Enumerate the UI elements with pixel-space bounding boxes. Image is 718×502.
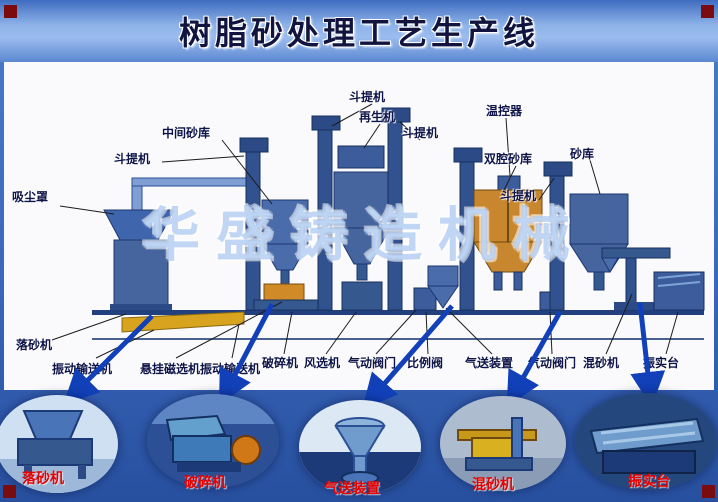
label-vibrating-conveyor-1: 振动输送机 [52, 362, 113, 376]
label-bucket-elevator-1: 斗提机 [114, 152, 151, 166]
label-compaction-table: 振实台 [643, 356, 680, 370]
callout-compaction-table [575, 393, 717, 490]
bucket-elevator-4-shape [453, 147, 483, 311]
callout-label-crusher: 破碎机 [184, 475, 226, 491]
label-bucket-elevator-top: 斗提机 [349, 90, 386, 104]
double-chamber-silo-shape [473, 175, 543, 291]
watermark-text: 华盛铸造机械 [142, 201, 587, 269]
callout-shakeout [0, 395, 118, 493]
callout-label-pneumatic-conveyor: 气送装置 [324, 481, 380, 497]
label-intermediate-sand-silo: 中间砂库 [162, 126, 211, 140]
label-magnetic-separator: 悬挂磁选机 [140, 362, 201, 376]
corner-mark [701, 5, 714, 18]
label-pneumatic-conveyor-1: 气送装置 [465, 356, 514, 370]
intermediate-sand-silo-shape [253, 199, 319, 311]
callout-label-sand-mixer: 混砂机 [472, 477, 514, 493]
label-dust-hood: 吸尘罩 [12, 190, 49, 204]
corner-mark [702, 485, 715, 498]
label-regenerator: 再生机 [359, 110, 396, 124]
sand-mixer-shape [601, 247, 671, 311]
label-proportional-valve: 比例阀 [407, 356, 444, 370]
callout-sand-mixer [440, 396, 566, 491]
bucket-elevator-5-shape [543, 161, 573, 311]
label-vibrating-conveyor-2: 振动输送机 [200, 362, 261, 376]
dust-hood-shape [103, 177, 259, 310]
compaction-table-shape [653, 271, 705, 311]
label-shakeout-machine: 落砂机 [16, 338, 53, 352]
label-sand-mixer: 混砂机 [583, 356, 620, 370]
label-bucket-elevator-3: 斗提机 [500, 189, 537, 203]
label-sand-silo: 砂库 [570, 147, 595, 161]
callout-label-shakeout: 落砂机 [22, 471, 64, 487]
bucket-elevator-1-shape [239, 137, 269, 311]
label-air-classifier: 风选机 [304, 356, 341, 370]
header: 树脂砂处理工艺生产线 [0, 0, 718, 62]
label-crusher: 破碎机 [262, 356, 299, 370]
callout-label-compaction-table: 振实台 [628, 474, 670, 490]
regenerator-shape [333, 145, 391, 311]
bucket-elevator-2-shape [311, 115, 341, 311]
label-pneumatic-valve-2: 气动阀门 [528, 356, 577, 370]
label-pneumatic-valve-1: 气动阀门 [348, 356, 397, 370]
pneumatic-conveyor-shape [427, 265, 459, 309]
callout-pneumatic-conveyor [299, 400, 421, 494]
corner-mark [4, 5, 17, 18]
label-bucket-elevator-2: 斗提机 [402, 126, 439, 140]
label-double-chamber-silo: 双腔砂库 [484, 152, 533, 166]
corner-mark [3, 485, 16, 498]
label-thermostat: 温控器 [486, 104, 523, 118]
page-title: 树脂砂处理工艺生产线 [178, 14, 539, 52]
